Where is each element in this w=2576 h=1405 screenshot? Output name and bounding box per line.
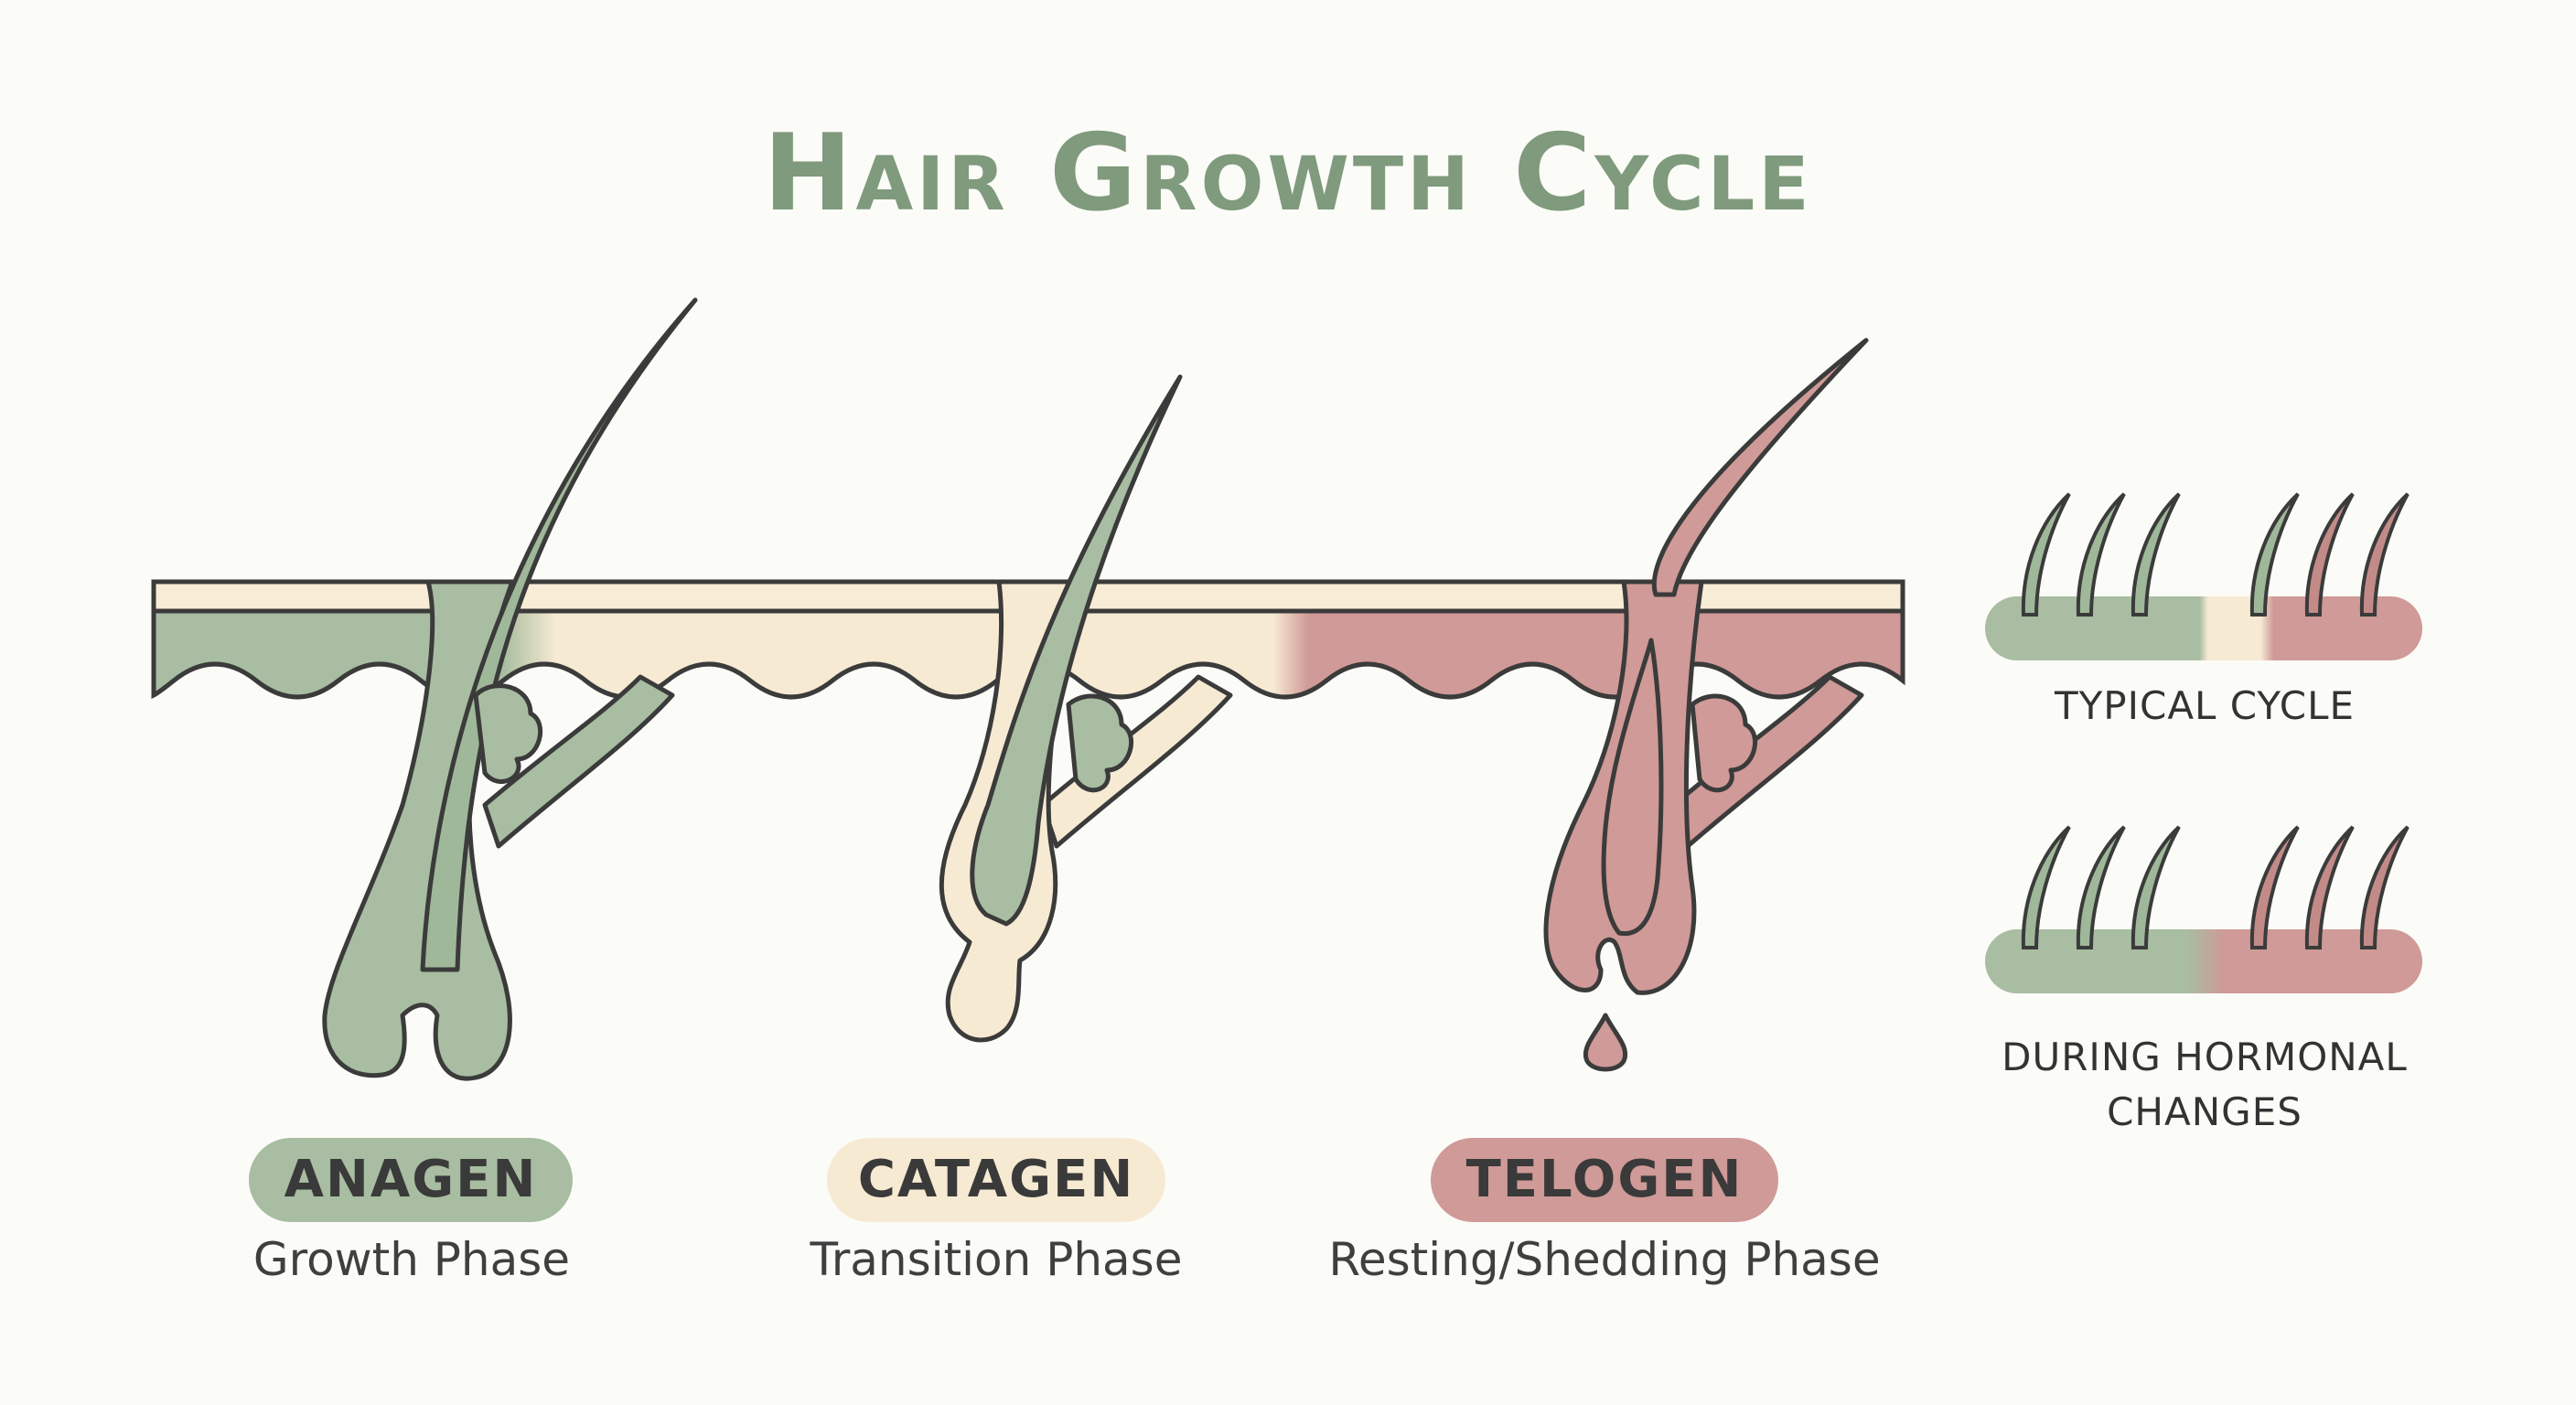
legend-hair-icon [2304, 492, 2355, 617]
telogen-shed-hair [1651, 338, 1869, 597]
hormonal-cycle-hairs [2021, 825, 2410, 949]
hormonal-cycle-bar [1985, 929, 2422, 993]
telogen-label: TELOGEN [1431, 1138, 1778, 1222]
telogen-club-hair [1601, 638, 1664, 937]
anagen-hair-shaft [420, 297, 698, 972]
legend-hormonal-changes [1985, 825, 2422, 993]
anagen-follicle [322, 297, 698, 1081]
catagen-sebaceous-gland [1066, 693, 1133, 793]
legend-typical-cycle [1985, 492, 2422, 660]
telogen-follicle [1543, 338, 1869, 1072]
catagen-description: Transition Phase [810, 1233, 1183, 1286]
legend-hair-icon [2021, 825, 2071, 949]
typical-cycle-label: TYPICAL CYCLE [2054, 683, 2356, 728]
telogen-sebaceous-gland [1690, 693, 1757, 793]
anagen-sebaceous-gland [473, 683, 543, 784]
hormonal-changes-label: DURING HORMONAL CHANGES [2002, 1035, 2408, 1134]
legend-hair-icon [2076, 825, 2126, 949]
diagram-title: Hair Growth Cycle [763, 112, 1813, 235]
legend-hair-icon [2359, 825, 2410, 949]
telogen-description: Resting/Shedding Phase [1328, 1233, 1881, 1286]
legend-hair-icon [2359, 492, 2410, 617]
legend-hair-icon [2131, 825, 2181, 949]
catagen-hair-bulb [970, 374, 1183, 927]
typical-cycle-hairs [2021, 492, 2410, 617]
catagen-label: CATAGEN [827, 1138, 1165, 1222]
legend-hair-icon [2249, 492, 2300, 617]
legend-hair-icon [2021, 492, 2071, 617]
catagen-follicle [939, 374, 1233, 1043]
legend-hair-icon [2249, 825, 2300, 949]
legend-hair-icon [2131, 492, 2181, 617]
legend-hair-icon [2304, 825, 2355, 949]
telogen-drop [1583, 1013, 1628, 1072]
anagen-arrector-muscle [482, 674, 675, 849]
anagen-label: ANAGEN [249, 1138, 573, 1222]
legend-hair-icon [2076, 492, 2126, 617]
typical-cycle-bar [1985, 596, 2422, 660]
anagen-description: Growth Phase [252, 1233, 571, 1286]
